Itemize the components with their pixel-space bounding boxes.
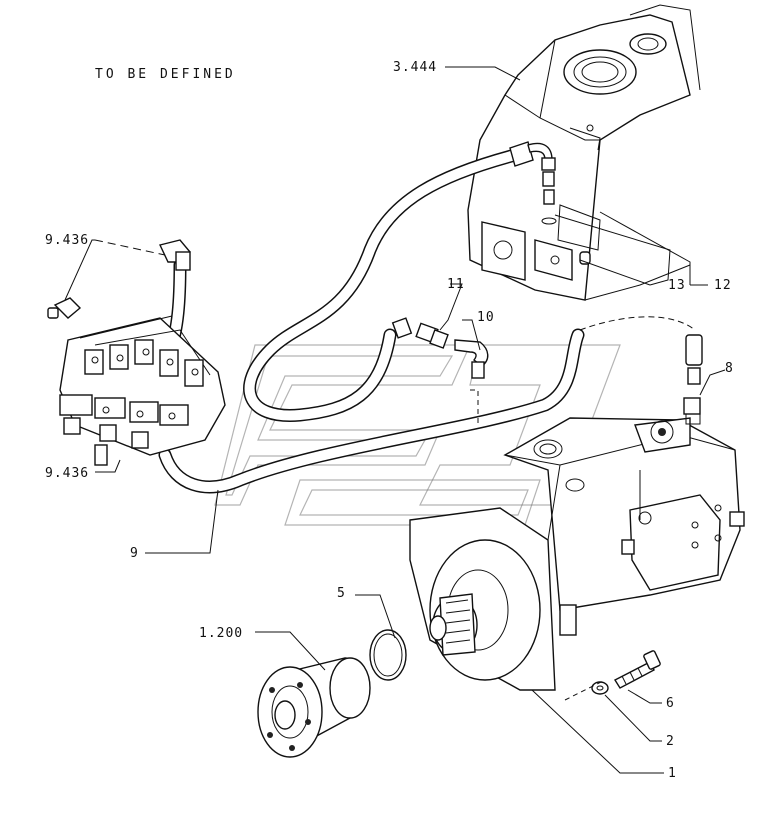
callout-9: 9 <box>130 546 139 561</box>
hydraulic-pump <box>409 417 745 691</box>
callout-2: 2 <box>666 734 675 749</box>
callout-9436-bottom: 9.436 <box>45 466 89 481</box>
callout-3444: 3.444 <box>393 60 437 75</box>
callout-1: 1 <box>668 766 677 781</box>
o-ring <box>369 629 407 681</box>
callout-5: 5 <box>337 586 346 601</box>
mounting-bracket-housing <box>467 4 701 301</box>
callout-9436-top: 9.436 <box>45 233 89 248</box>
upper-hose-fitting <box>509 141 557 225</box>
bolt-and-washer <box>564 650 661 701</box>
fitting-8 <box>683 334 703 425</box>
left-hose-fitting <box>47 239 191 319</box>
drive-coupling <box>257 657 371 758</box>
control-valve-block <box>59 315 226 466</box>
callout-1200: 1.200 <box>199 626 243 641</box>
callout-11: 11 <box>447 277 465 292</box>
leader-lines <box>64 66 726 774</box>
callout-13: 13 <box>668 278 686 293</box>
callout-labels: 3.444 9.436 9.436 11 10 13 12 8 9 5 1.20… <box>45 60 734 781</box>
callout-10: 10 <box>477 310 495 325</box>
callout-6: 6 <box>666 696 675 711</box>
callout-12: 12 <box>714 278 732 293</box>
callout-8: 8 <box>725 361 734 376</box>
hydraulic-hoses <box>158 148 696 494</box>
status-note: TO BE DEFINED <box>95 67 236 82</box>
